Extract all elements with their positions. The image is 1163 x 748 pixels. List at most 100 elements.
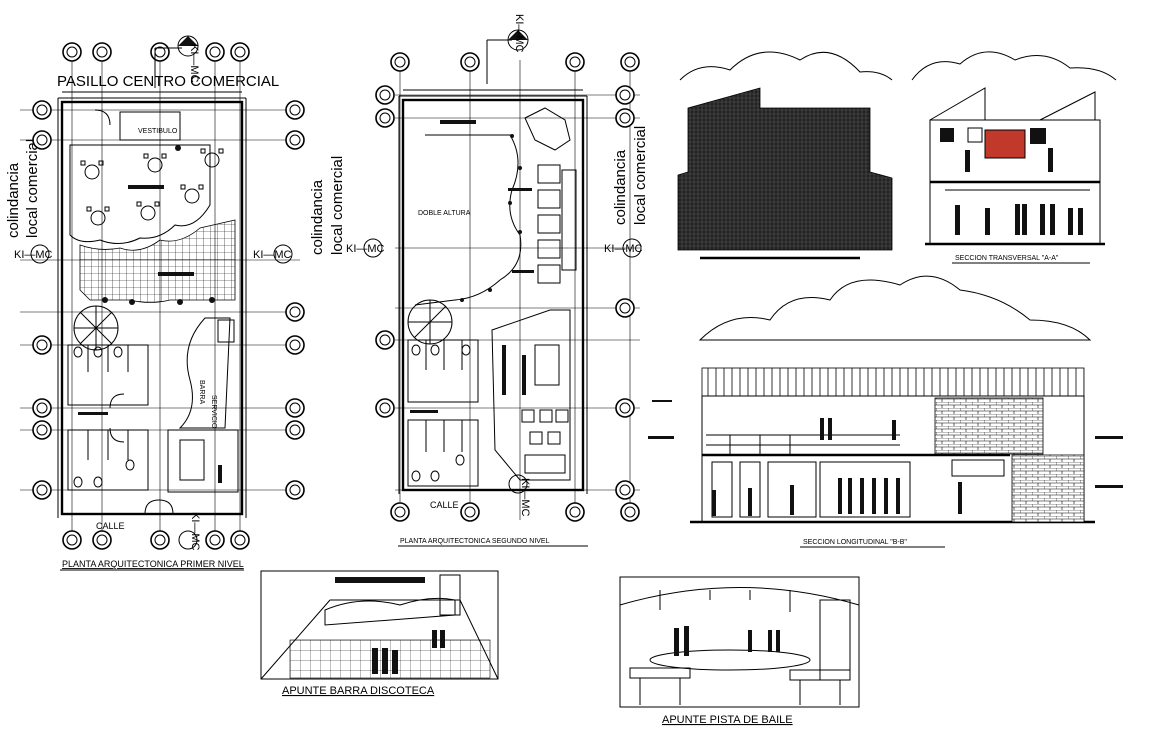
axis-bubble-inner: [36, 339, 48, 351]
sketch-dance-tables: [629, 667, 851, 705]
axis-bubble-inner: [624, 56, 636, 68]
plan2-double-height-label: DOBLE ALTURA: [418, 210, 471, 217]
axis-bubble-inner: [289, 339, 301, 351]
sketch-dance-floor: APUNTE PISTA DE BAILE: [619, 576, 860, 726]
grid-axis-bubbles: [32, 42, 640, 550]
plan2-side-right-b: local comercial: [632, 126, 649, 225]
axis-bubble: [390, 502, 410, 522]
plan1-outer-wall: [60, 100, 244, 516]
plan2-side-right-a: colindancia: [612, 149, 629, 225]
ki-mc-label: KI—MC: [519, 478, 531, 517]
facade-elevation: [677, 51, 893, 260]
axis-bubble-inner: [289, 134, 301, 146]
plan2-restrooms: [407, 339, 479, 487]
axis-bubble-inner: [289, 402, 301, 414]
plan2-street-label: CALLE: [430, 500, 459, 510]
section-bb-figures: [712, 418, 962, 516]
axis-bubble-inner: [619, 302, 631, 314]
section-marker-plan2-top: KI—MC: [486, 14, 529, 84]
plan1-columns: [102, 145, 215, 305]
ki-mc-label: KI—MC: [14, 249, 53, 261]
plan1-side-label-b: local comercial: [24, 139, 41, 238]
plan2-outer-wall: [401, 98, 585, 492]
axis-bubble-inner: [619, 484, 631, 496]
axis-bubble: [205, 530, 225, 550]
sketch-dance-title: APUNTE PISTA DE BAILE: [662, 714, 793, 726]
axis-bubble-inner: [379, 112, 391, 124]
axis-bubble: [230, 42, 250, 62]
axis-bubble: [460, 502, 480, 522]
axis-bubble: [285, 480, 305, 500]
axis-bubble: [615, 480, 635, 500]
plan1-spiral-stair: [73, 305, 119, 351]
axis-bubble: [565, 502, 585, 522]
axis-bubble: [390, 52, 410, 72]
axis-bubble: [375, 398, 395, 418]
axis-bubble-inner: [36, 484, 48, 496]
axis-bubble-inner: [569, 506, 581, 518]
plan2-spiral-stair: [407, 299, 453, 345]
section-marker-plan2-right: KI—MC: [604, 238, 643, 258]
section-bb-roof: [701, 367, 1085, 397]
section-longitudinal: SECCION LONGITUDINAL "B-B": [648, 275, 1123, 548]
axis-bubble: [620, 52, 640, 72]
facade-hatched-mass: [677, 87, 893, 251]
plan1-room-servicio: SERVICIO: [210, 395, 217, 429]
axis-bubble: [285, 302, 305, 322]
plan2-double-height-edge: [414, 134, 522, 306]
axis-bubble-inner: [66, 534, 78, 546]
axis-bubble: [375, 330, 395, 350]
axis-bubble: [375, 108, 395, 128]
plan2-side-left-a: colindancia: [309, 179, 326, 255]
axis-bubble-inner: [619, 112, 631, 124]
axis-bubble: [620, 502, 640, 522]
plan2-lounge-seating: [524, 107, 577, 284]
plan-second-level: DOBLE ALTURA: [309, 60, 649, 547]
axis-bubble-inner: [624, 506, 636, 518]
section-marker-plan1-right: KI—MC: [253, 244, 293, 264]
axis-bubble-inner: [394, 506, 406, 518]
axis-bubble-inner: [36, 134, 48, 146]
section-bb-brick-upper: [934, 397, 1044, 455]
axis-bubble-inner: [569, 56, 581, 68]
plan2-title: PLANTA ARQUITECTONICA SEGUNDO NIVEL: [400, 538, 550, 545]
axis-bubble-inner: [289, 484, 301, 496]
axis-bubble-inner: [619, 402, 631, 414]
section-marker-plan1-left: KI—MC: [14, 244, 53, 264]
axis-bubble-inner: [289, 104, 301, 116]
section-marker-plan1-top: KI—MC: [154, 35, 200, 88]
axis-bubble: [285, 335, 305, 355]
plan1-side-label-a: colindancia: [5, 162, 22, 238]
axis-bubble-inner: [36, 402, 48, 414]
axis-bubble-inner: [379, 402, 391, 414]
axis-bubble: [615, 298, 635, 318]
section-markers: KI—MC KI—MC KI—MC KI—MC KI—MC KI—MC KI—M…: [14, 14, 643, 551]
axis-bubble-inner: [96, 46, 108, 58]
axis-bubble: [150, 530, 170, 550]
plan1-dining-zone: [69, 144, 211, 244]
axis-bubble-inner: [289, 306, 301, 318]
plan2-office: [491, 309, 571, 481]
axis-bubble: [615, 398, 635, 418]
plan1-kitchen: [167, 429, 239, 493]
axis-bubble: [615, 108, 635, 128]
section-marker-plan2-bottom: KI—MC: [508, 474, 531, 517]
axis-bubble: [375, 85, 395, 105]
plan1-tiled-floor: [79, 219, 236, 303]
plan1-axis-grid: [20, 60, 300, 545]
axis-bubble-inner: [66, 46, 78, 58]
plan1-street-label: CALLE: [96, 521, 125, 531]
section-aa-figures: [955, 148, 1083, 235]
axis-bubble: [565, 52, 585, 72]
axis-bubble-inner: [379, 89, 391, 101]
plan1-title: PLANTA ARQUITECTONICA PRIMER NIVEL: [62, 559, 244, 569]
axis-bubble: [285, 130, 305, 150]
axis-bubble: [205, 42, 225, 62]
plan1-room-barra: BARRA: [198, 380, 205, 404]
plan2-side-left-b: local comercial: [329, 156, 346, 255]
axis-bubble: [92, 530, 112, 550]
axis-bubble: [32, 335, 52, 355]
section-marker-plan1-bottom: KI—MC: [178, 512, 201, 551]
axis-bubble: [285, 100, 305, 120]
